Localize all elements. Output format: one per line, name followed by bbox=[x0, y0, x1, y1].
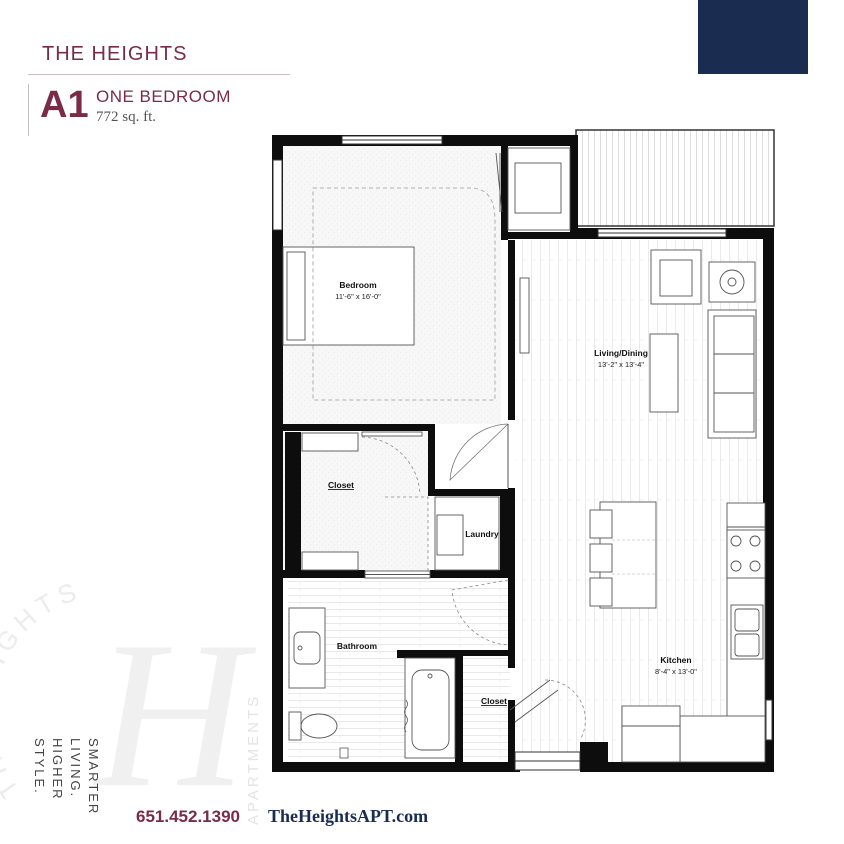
kitchen-sink bbox=[730, 604, 764, 660]
bedroom-door-swing bbox=[449, 423, 509, 482]
hall-closet-floor bbox=[463, 656, 508, 762]
bed bbox=[282, 246, 415, 346]
closet-label: Closet bbox=[328, 480, 354, 490]
living-label: Living/Dining bbox=[594, 348, 648, 358]
kitchen-label: Kitchen bbox=[660, 655, 691, 665]
sliding-door bbox=[364, 570, 431, 579]
stove bbox=[726, 529, 766, 579]
unit-area: 772 sq. ft. bbox=[96, 109, 156, 125]
brand-color-block bbox=[698, 0, 808, 74]
bathtub bbox=[404, 657, 456, 759]
slogan-line: STYLE. bbox=[32, 738, 47, 795]
tv-console bbox=[519, 277, 530, 354]
website-link[interactable]: TheHeightsAPT.com bbox=[268, 806, 429, 826]
header-divider bbox=[28, 74, 290, 75]
refrigerator bbox=[621, 705, 681, 763]
closet-shelves bbox=[301, 431, 423, 571]
watermark-side-text: APARTMENTS bbox=[245, 694, 262, 825]
phone-number: 651.452.1390 bbox=[136, 807, 240, 826]
unit-name: ONE BEDROOM bbox=[96, 87, 231, 106]
wardrobe bbox=[495, 147, 571, 231]
closet-floor bbox=[283, 432, 428, 572]
toilet bbox=[288, 711, 338, 741]
kitchen-dims: 8'-4" x 13'-0" bbox=[655, 667, 697, 676]
laundry-label: Laundry bbox=[465, 529, 499, 539]
slogan-line: HIGHER bbox=[50, 738, 65, 801]
bedroom-dims: 11'-6" x 16'-0" bbox=[335, 292, 381, 301]
hall-closet-label: Closet bbox=[481, 696, 507, 706]
bathroom-door-swing bbox=[451, 579, 509, 646]
slogan-line: LIVING. bbox=[68, 738, 83, 799]
watermark-monogram: H bbox=[92, 599, 257, 830]
sofa bbox=[707, 309, 757, 439]
windows bbox=[272, 135, 773, 771]
living-dims: 13'-2" x 13'-4" bbox=[598, 360, 644, 369]
brand-title: THE HEIGHTS bbox=[42, 43, 188, 65]
unit-divider bbox=[28, 84, 29, 136]
closet-door-swing bbox=[361, 436, 421, 496]
coffee-table bbox=[649, 333, 679, 413]
balcony-deck bbox=[576, 130, 774, 226]
laundry-unit bbox=[434, 496, 500, 571]
hall-closet-doors bbox=[509, 679, 559, 723]
armchair bbox=[650, 249, 702, 305]
side-table bbox=[708, 261, 756, 303]
unit-code: A1 bbox=[40, 84, 89, 126]
slogan-line: SMARTER bbox=[86, 738, 101, 816]
bathroom-label: Bathroom bbox=[337, 641, 378, 651]
vanity bbox=[288, 607, 326, 689]
bedroom-label: Bedroom bbox=[339, 280, 377, 290]
rug-outline bbox=[312, 187, 496, 401]
heights-watermark-logo: THE HEIGHTS H APARTMENTS bbox=[0, 575, 262, 830]
kitchen-island bbox=[589, 501, 657, 609]
